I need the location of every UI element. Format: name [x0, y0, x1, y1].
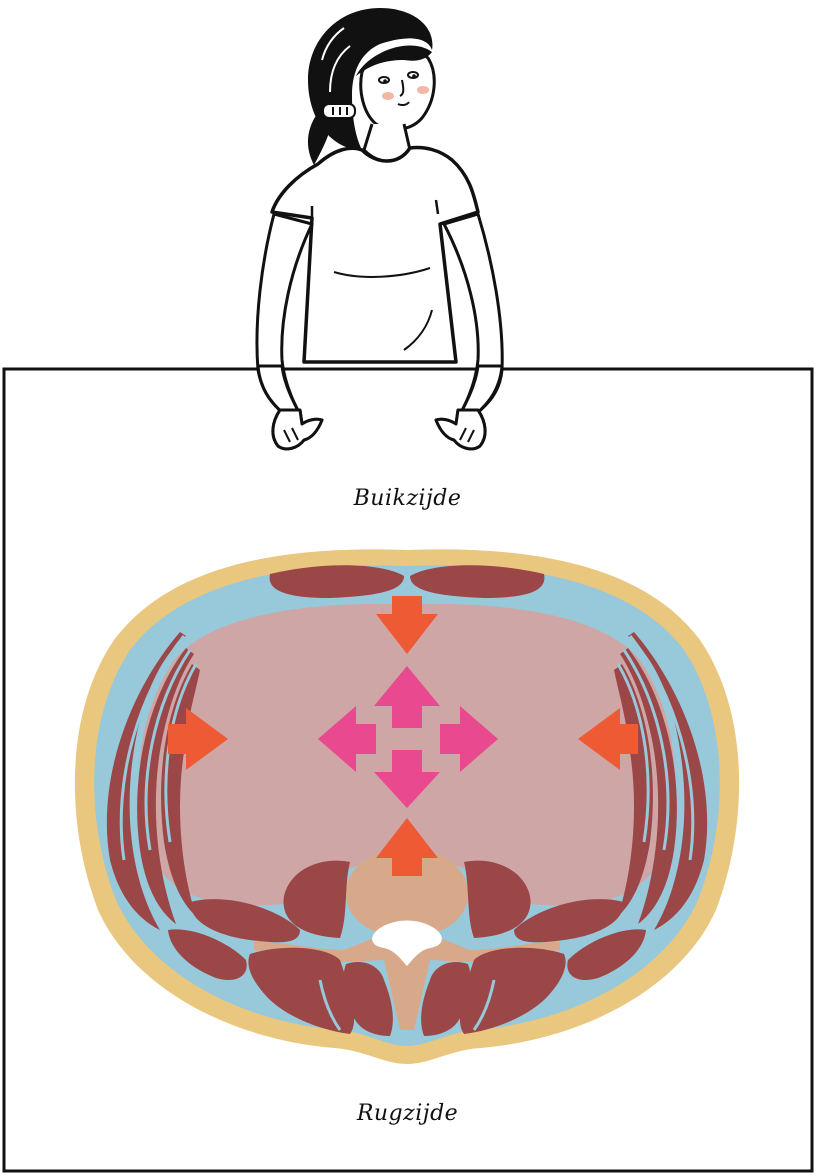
cheek: [417, 86, 429, 94]
arms-overlap: [258, 366, 502, 449]
back-side-label: Rugzijde: [0, 1101, 815, 1126]
front-side-label: Buikzijde: [0, 486, 815, 511]
shirt: [272, 148, 478, 363]
cheek: [382, 92, 394, 100]
woman-illustration: [257, 8, 502, 449]
